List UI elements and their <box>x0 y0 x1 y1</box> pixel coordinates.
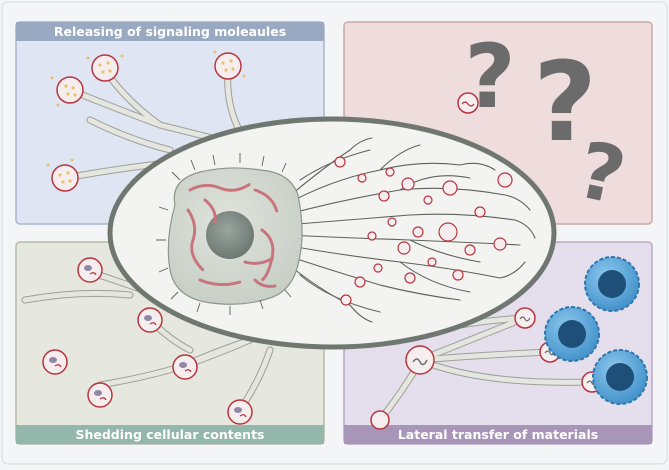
vesicle-icon <box>213 50 246 80</box>
recipient-cell-icon <box>592 349 648 405</box>
vesicle-icon <box>227 399 253 425</box>
process-vesicles <box>334 156 513 306</box>
organelle-strands <box>186 182 279 288</box>
central-cell-ellipse <box>107 116 557 350</box>
recipient-cell-icon <box>544 306 600 362</box>
vesicle-icon <box>50 76 84 107</box>
nucleus-icon <box>606 363 634 391</box>
vesicle-icon <box>42 349 68 375</box>
vesicle-icon <box>137 307 163 333</box>
panel-bottom-right-label: Lateral transfer of materials <box>398 427 598 442</box>
recipient-cell-icon <box>584 256 640 312</box>
nucleus-icon <box>558 320 586 348</box>
vesicle-icon <box>77 257 103 283</box>
panel-top-left-header <box>16 22 324 41</box>
vesicle-icon <box>514 307 536 329</box>
panel-bottom-left-footer <box>16 425 324 444</box>
vesicle-icon <box>87 382 113 408</box>
vesicle-icon <box>172 354 198 380</box>
vesicle-icon <box>46 158 79 192</box>
panel-bottom-left-label: Shedding cellular contents <box>75 427 264 442</box>
vesicle-icon <box>370 410 390 430</box>
nucleus-icon <box>598 270 626 298</box>
cell-membrane-fuzz <box>156 153 292 315</box>
panel-top-left: Releasing of signaling moleaules <box>15 21 325 225</box>
question-mark-icon: ? <box>533 38 597 166</box>
panel-top-left-label: Releasing of signaling moleaules <box>54 24 286 39</box>
panel-bottom-right-footer <box>344 425 652 444</box>
vesicle-icon <box>457 92 479 114</box>
vesicle-icon <box>405 345 435 375</box>
vesicle-icon <box>86 54 124 82</box>
nucleus-icon <box>206 211 254 259</box>
